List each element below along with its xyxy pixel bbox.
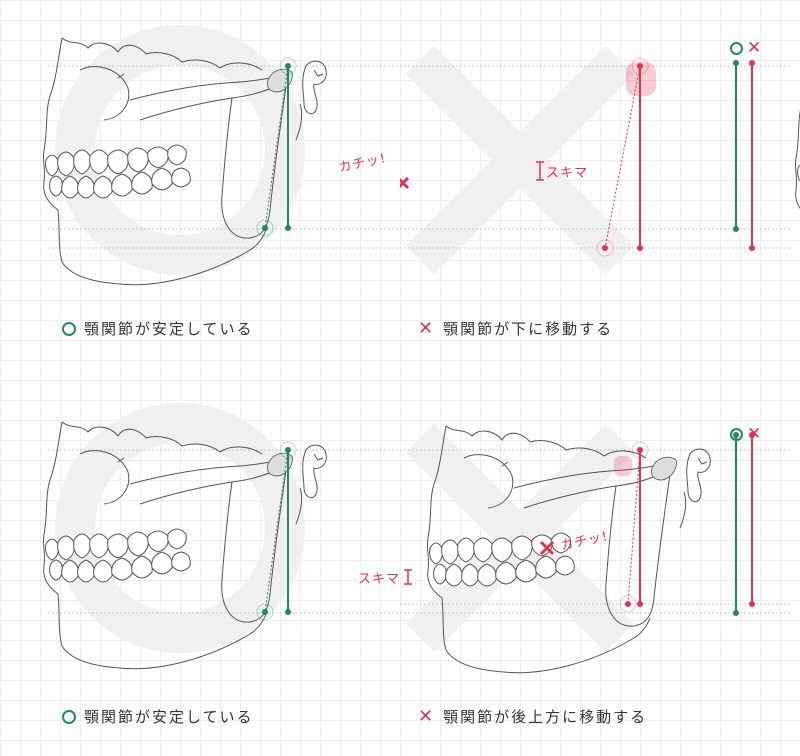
skull-illustration bbox=[794, 45, 800, 294]
cross-icon: ✕ bbox=[418, 317, 436, 339]
caption: 顎関節が安定している bbox=[62, 706, 254, 727]
panel-backward-up-movement: ✕ カチッ! スキマ ✕ 顎関節が後上方に移動する bbox=[358, 378, 800, 756]
circle-icon bbox=[730, 42, 743, 55]
panel-down-movement: ✕ カチッ! スキマ ✕ 顎関節が下に移動する bbox=[337, 0, 800, 378]
cross-icon: ✕ bbox=[747, 424, 762, 444]
cross-icon: ✕ bbox=[747, 38, 762, 58]
circle-icon bbox=[730, 428, 743, 441]
gap-label: スキマ bbox=[358, 572, 401, 587]
caption: 顎関節が安定している bbox=[62, 318, 254, 339]
circle-watermark-icon bbox=[55, 403, 305, 653]
gap-label: スキマ bbox=[546, 166, 589, 181]
legend: ✕ bbox=[730, 426, 761, 443]
panel-stable-top: 顎関節が安定している bbox=[0, 0, 400, 378]
circle-icon bbox=[62, 321, 76, 336]
caption: ✕ 顎関節が下に移動する bbox=[418, 317, 614, 339]
jaw-angle-point bbox=[262, 225, 268, 231]
condyle-point bbox=[285, 63, 291, 69]
panel-stable-bottom: 顎関節が安定している bbox=[0, 378, 400, 756]
legend: ✕ bbox=[730, 40, 761, 57]
circle-watermark-icon bbox=[55, 25, 305, 275]
caption: ✕ 顎関節が後上方に移動する bbox=[418, 705, 648, 727]
cross-icon: ✕ bbox=[418, 705, 436, 727]
circle-icon bbox=[62, 709, 76, 724]
